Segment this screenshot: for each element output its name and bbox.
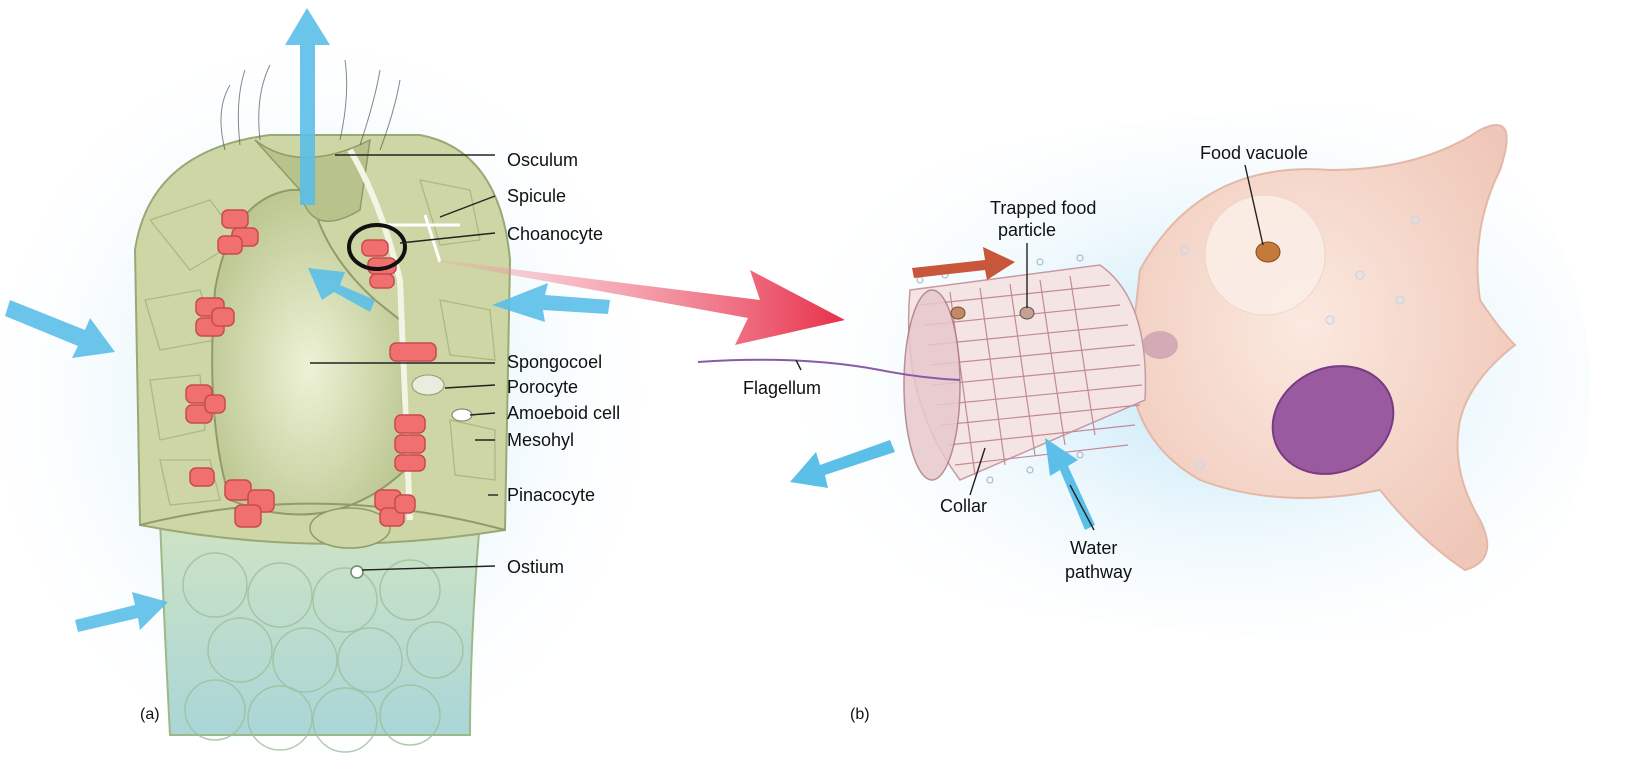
label-trapped-food-line2: particle	[998, 220, 1056, 240]
food-vacuole	[1256, 242, 1280, 262]
caption-b: (b)	[850, 705, 870, 725]
label-trapped-food-line1: Trapped food	[990, 198, 1096, 218]
choanocyte-cluster	[395, 415, 425, 471]
label-choanocyte: Choanocyte	[507, 224, 603, 244]
label-flagellum: Flagellum	[743, 378, 821, 398]
label-mesohyl: Mesohyl	[507, 430, 574, 450]
label-spongocoel: Spongocoel	[507, 352, 602, 372]
choanocyte-cluster	[390, 343, 436, 361]
label-collar: Collar	[940, 496, 987, 516]
label-porocyte: Porocyte	[507, 377, 578, 397]
label-pinacocyte: Pinacocyte	[507, 485, 595, 505]
label-food-vacuole: Food vacuole	[1200, 143, 1308, 163]
label-ostium: Ostium	[507, 557, 564, 577]
label-water-pathway-line2: pathway	[1065, 562, 1132, 582]
label-osculum: Osculum	[507, 150, 578, 170]
label-amoeboid-cell: Amoeboid cell	[507, 403, 620, 423]
label-spicule: Spicule	[507, 186, 566, 206]
trapped-food-particle	[1020, 307, 1034, 319]
food-particle	[951, 307, 965, 319]
label-water-pathway-line1: Water	[1070, 538, 1117, 558]
caption-a: (a)	[140, 705, 160, 725]
